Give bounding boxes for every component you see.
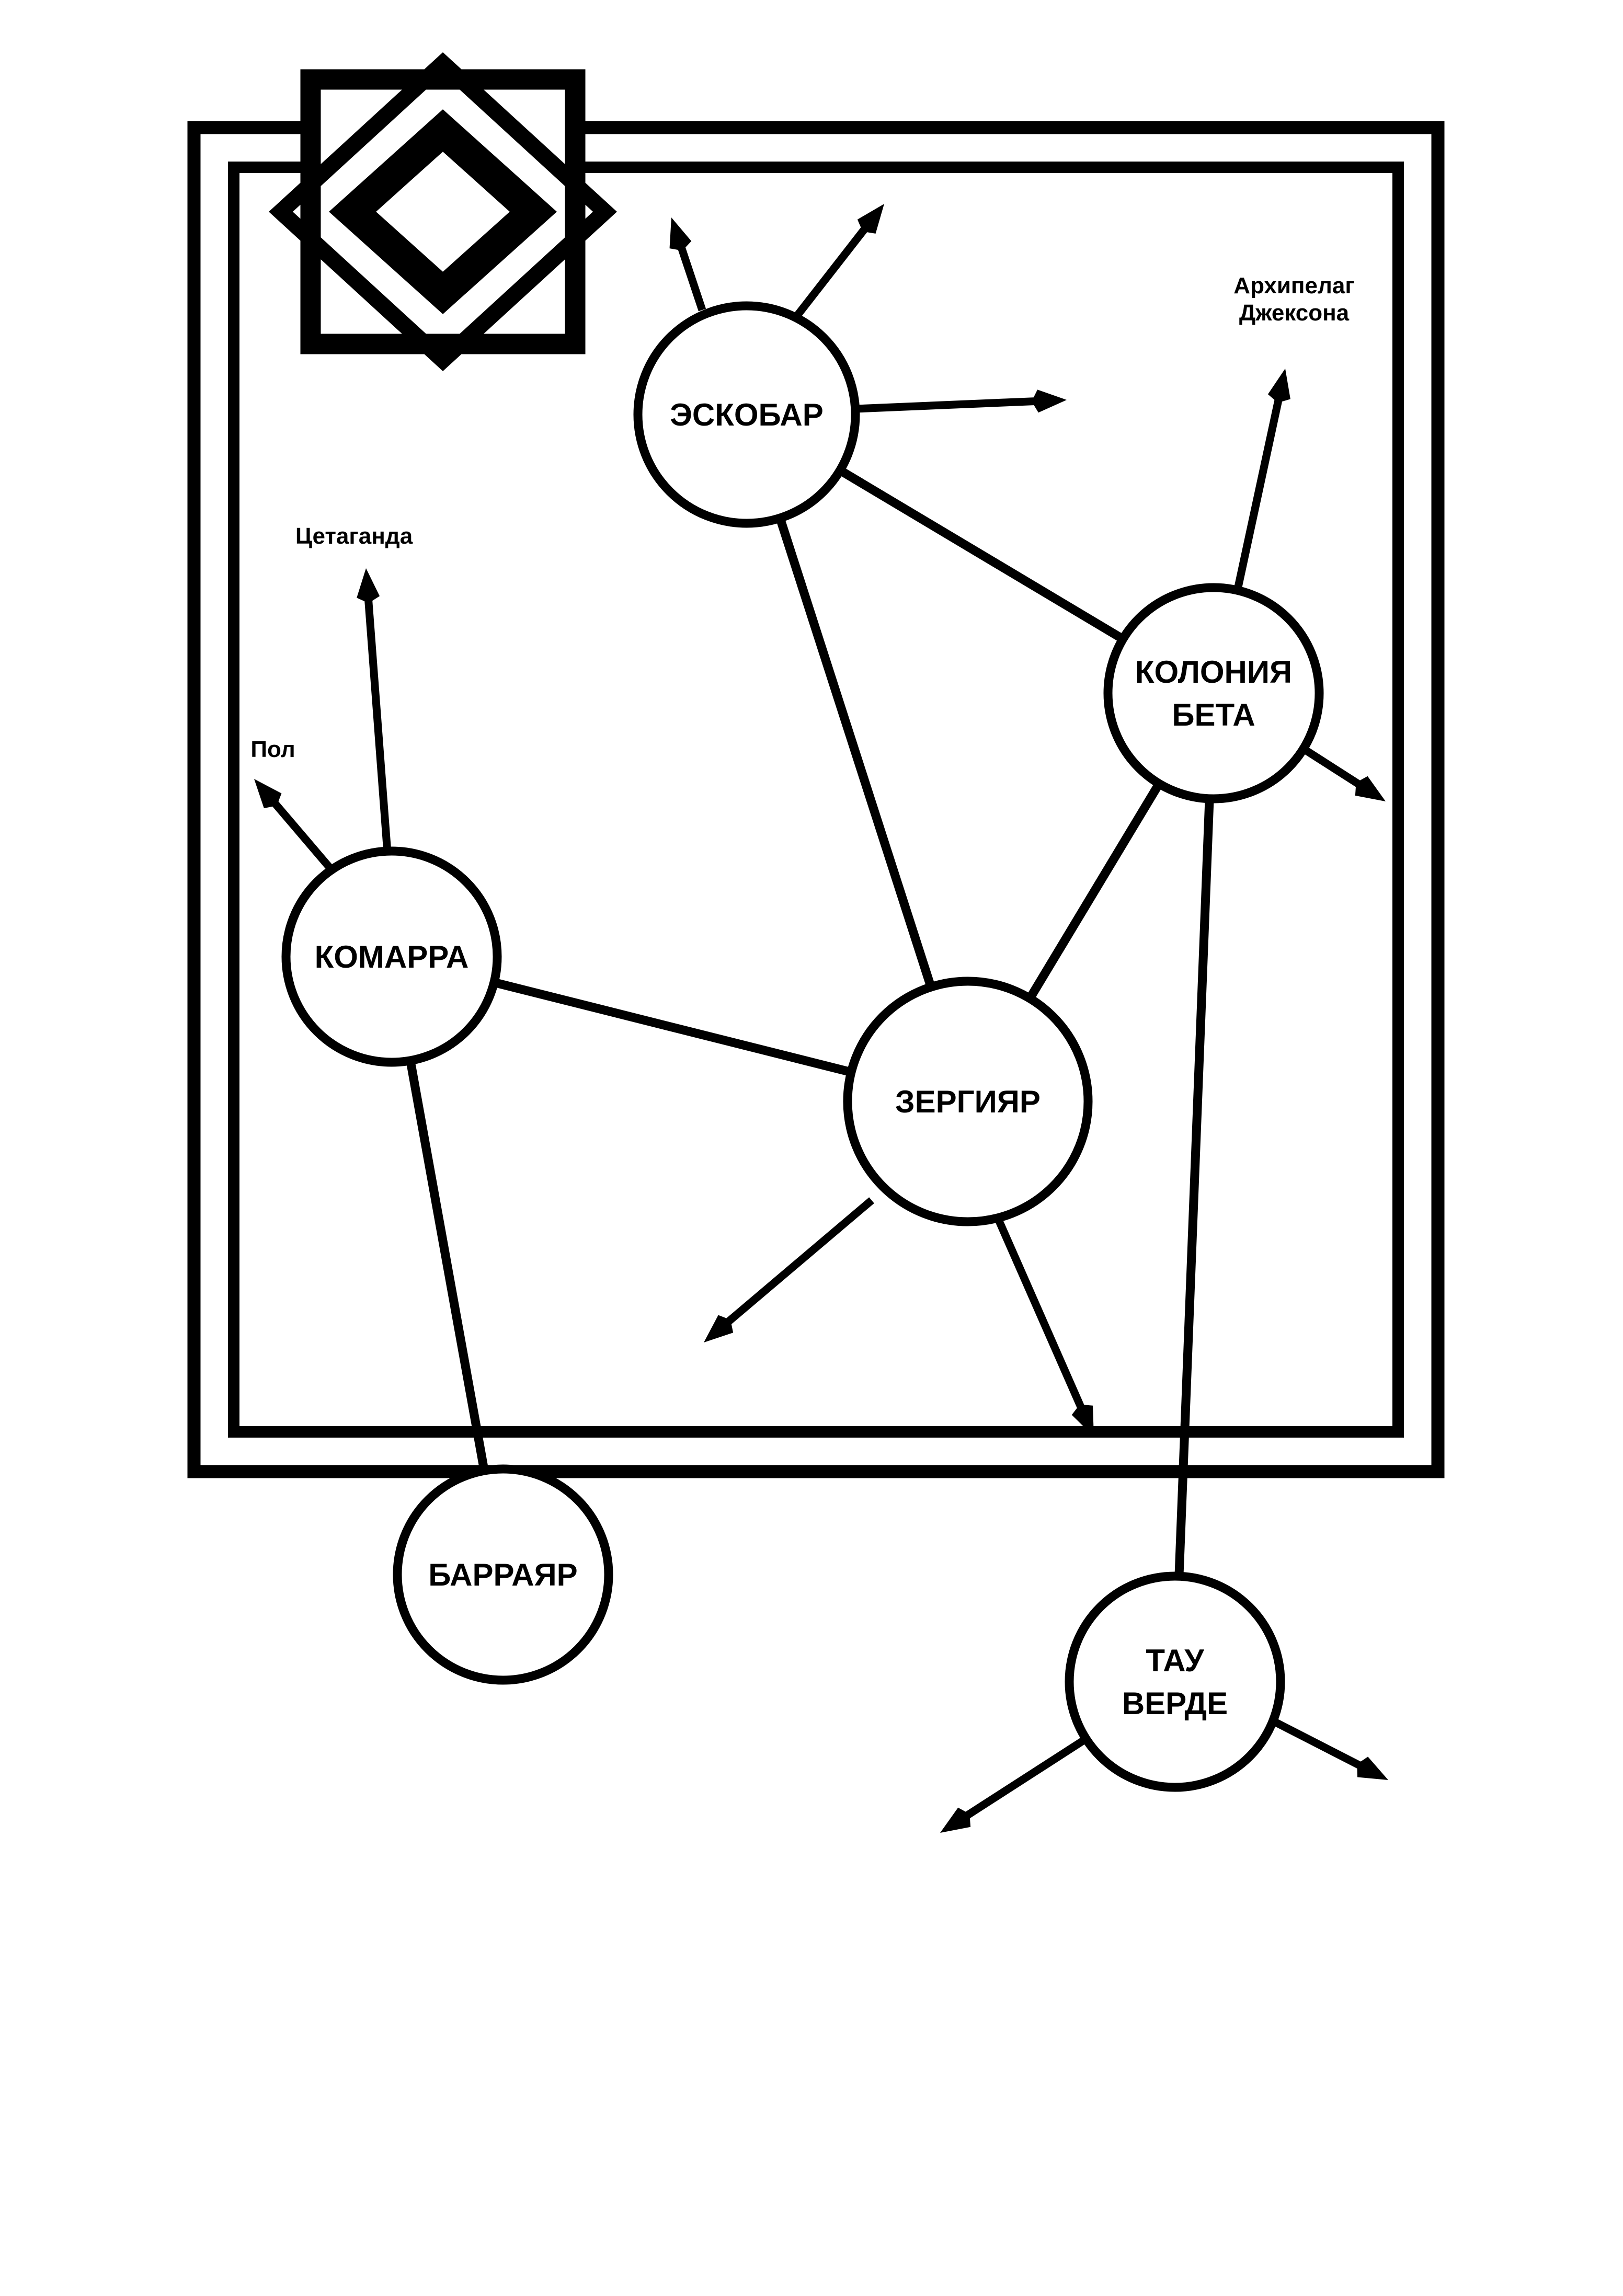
- arrowhead: [357, 568, 380, 603]
- node-circle: [1103, 583, 1324, 803]
- route-arrow-sergyar: [993, 1214, 1086, 1412]
- arrowhead: [669, 217, 692, 251]
- connection-beta-tau-verde: [1170, 693, 1218, 1682]
- system-node-sergyar: ЗЕРГИЯР: [843, 977, 1093, 1226]
- arrowhead: [1355, 776, 1386, 801]
- node-circle: [1065, 1571, 1285, 1792]
- node-label: ЭСКОБАР: [670, 397, 824, 432]
- arrowhead: [1267, 369, 1290, 403]
- arrowhead: [1071, 1404, 1094, 1437]
- route-arrow-tau-verde: [1263, 1713, 1365, 1771]
- node-circle: [633, 301, 860, 528]
- route-arrow-escobar: [793, 224, 870, 320]
- node-label: БАРРАЯР: [428, 1557, 577, 1592]
- route-arrow-tau-verde: [962, 1732, 1093, 1821]
- nested-diamond-emblem: [269, 52, 617, 372]
- arrowhead: [1032, 389, 1067, 413]
- node-circle: [393, 1464, 613, 1685]
- route-arrow-komarr: [364, 596, 392, 853]
- route-arrow-escobar: [677, 243, 706, 312]
- outer-frame: [187, 121, 1445, 1478]
- route-label: Пол: [250, 737, 295, 762]
- route-arrow-komarr: [269, 798, 333, 870]
- arrowhead: [704, 1315, 734, 1342]
- route-arrow-sergyar: [723, 1197, 874, 1327]
- node-circle: [843, 977, 1093, 1226]
- system-node-escobar: ЭСКОБАР: [633, 301, 860, 528]
- node-label: ЗЕРГИЯР: [895, 1084, 1041, 1119]
- system-node-komarr: КОМАРРА: [281, 846, 502, 1067]
- route-arrow-beta: [1303, 747, 1364, 789]
- route-label: Цетаганда: [295, 523, 413, 549]
- arrowhead: [940, 1807, 971, 1833]
- arrowhead: [1357, 1757, 1388, 1780]
- node-circle: [281, 846, 502, 1067]
- arrowhead: [857, 204, 884, 234]
- route-arrow-escobar: [855, 397, 1038, 413]
- node-label: КОМАРРА: [315, 939, 469, 974]
- inner-frame: [228, 162, 1404, 1438]
- system-node-barrayar: БАРРАЯР: [393, 1464, 613, 1685]
- arrowhead: [254, 779, 282, 809]
- route-arrow-beta: [1233, 396, 1283, 593]
